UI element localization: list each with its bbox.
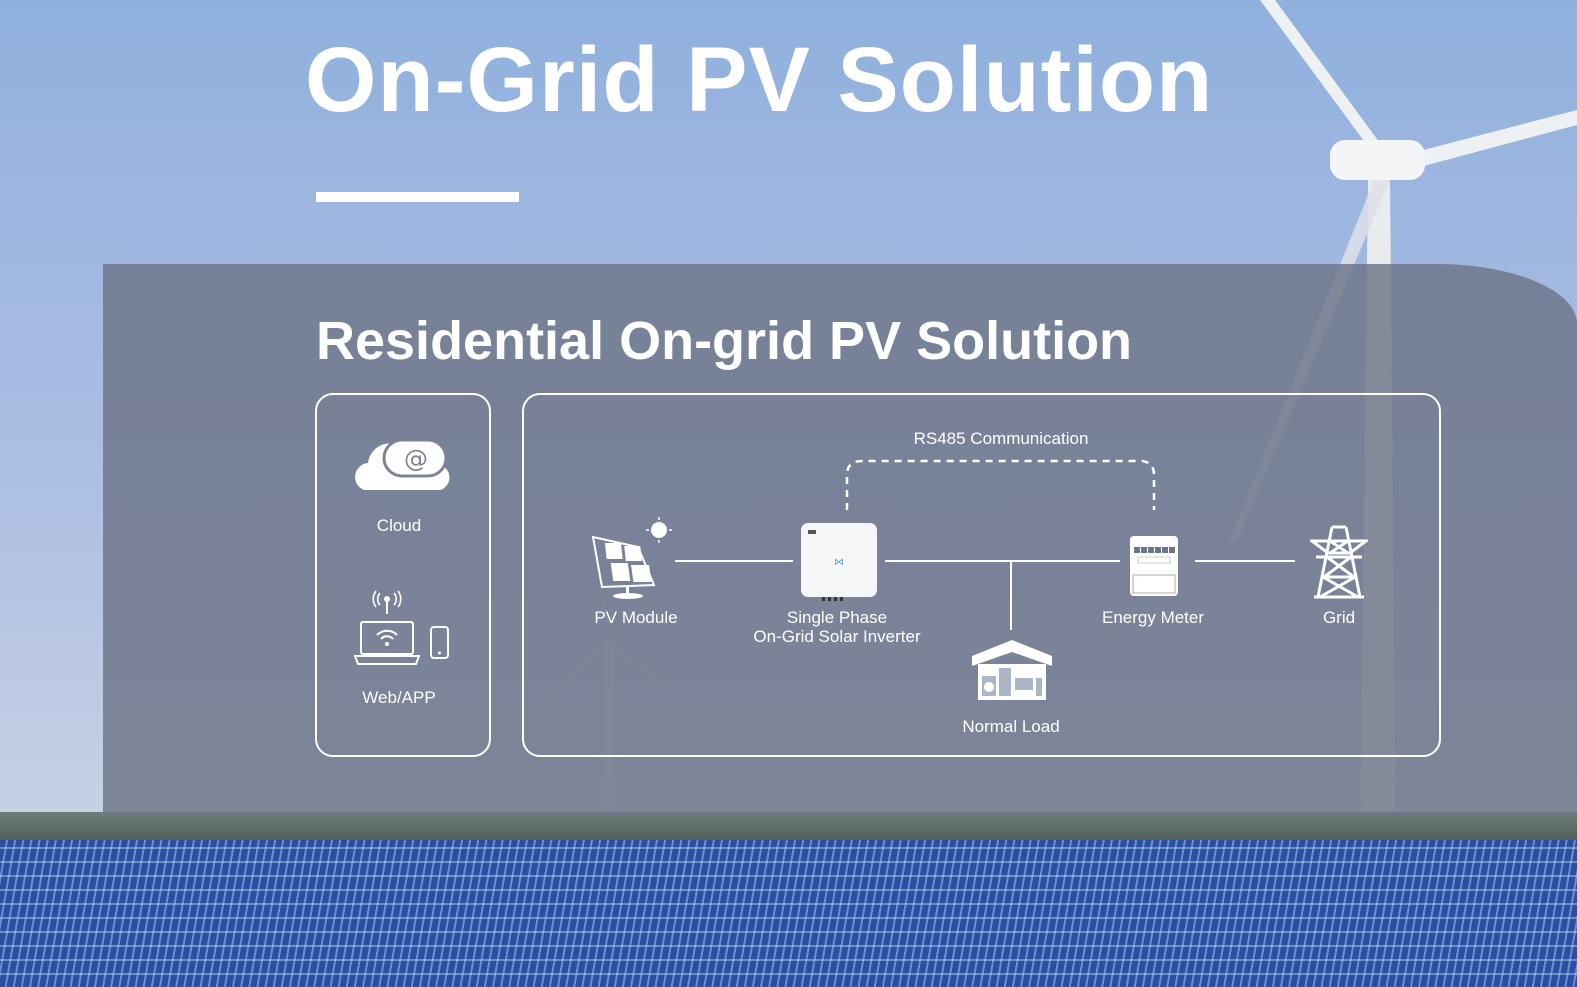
title-underline (316, 192, 519, 202)
smartphone-icon (430, 626, 449, 659)
section-title: Residential On-grid PV Solution (316, 311, 1133, 371)
link-load (1010, 560, 1012, 630)
solar-field (0, 840, 1577, 987)
grid-tower-icon (1310, 525, 1368, 599)
inverter-label-line1: Single Phase (786, 608, 888, 627)
cloud-label: Cloud (376, 516, 422, 535)
grid-label: Grid (1322, 608, 1356, 627)
laptop-wifi-icon (354, 621, 420, 665)
svg-text:@: @ (404, 445, 428, 473)
energy-meter-label: Energy Meter (1101, 608, 1205, 627)
rs485-dashed-link (845, 459, 1156, 510)
energy-meter-icon (1130, 536, 1178, 596)
house-load-icon (972, 640, 1052, 700)
antenna-icon (372, 590, 402, 614)
normal-load-label: Normal Load (962, 717, 1060, 736)
monitoring-box (315, 393, 491, 757)
treeline (0, 812, 1577, 842)
system-diagram-box (522, 393, 1441, 757)
inverter-icon: ⋈ (801, 523, 877, 601)
rs485-label: RS485 Communication (913, 429, 1089, 448)
link-pv-inverter (675, 560, 793, 562)
svg-text:⋈: ⋈ (834, 557, 844, 568)
link-inverter-meter (885, 560, 1120, 562)
cloud-icon: @ (355, 438, 450, 490)
link-meter-grid (1195, 560, 1295, 562)
pv-module-label: PV Module (594, 608, 678, 627)
inverter-label-line2: On-Grid Solar Inverter (753, 627, 921, 646)
pv-module-icon (591, 517, 672, 599)
webapp-label: Web/APP (362, 688, 436, 707)
page-title: On-Grid PV Solution (305, 29, 1214, 131)
